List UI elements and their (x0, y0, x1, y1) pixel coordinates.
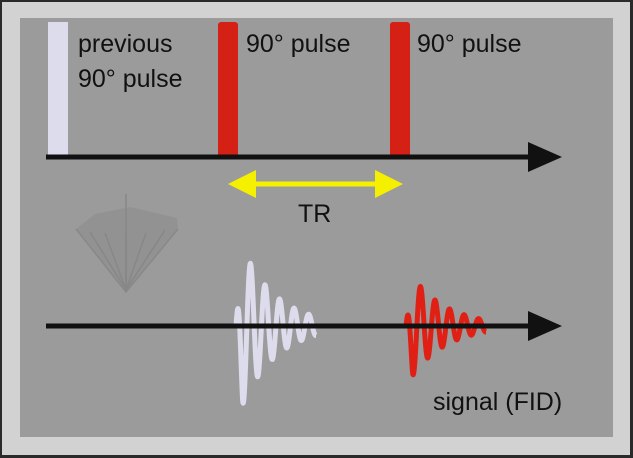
pulse-1-label: 90° pulse (246, 30, 351, 58)
previous-pulse-label-line1: previous (78, 30, 173, 58)
pulse-2-label: 90° pulse (417, 30, 522, 58)
previous-pulse-bar (48, 22, 68, 158)
magnetization-cone-icon (75, 194, 179, 294)
signal-axis-arrowhead (528, 311, 562, 341)
pulse-bar-2 (390, 22, 410, 158)
tr-arrow-right-head (375, 170, 403, 198)
pulse-axis-arrowhead (528, 142, 562, 172)
tr-arrow-left-head (228, 170, 256, 198)
tr-label: TR (298, 200, 332, 228)
signal-fid-label: signal (FID) (433, 388, 563, 416)
pulse-bar-1 (218, 22, 238, 158)
previous-pulse-label-line2: 90° pulse (78, 65, 183, 93)
